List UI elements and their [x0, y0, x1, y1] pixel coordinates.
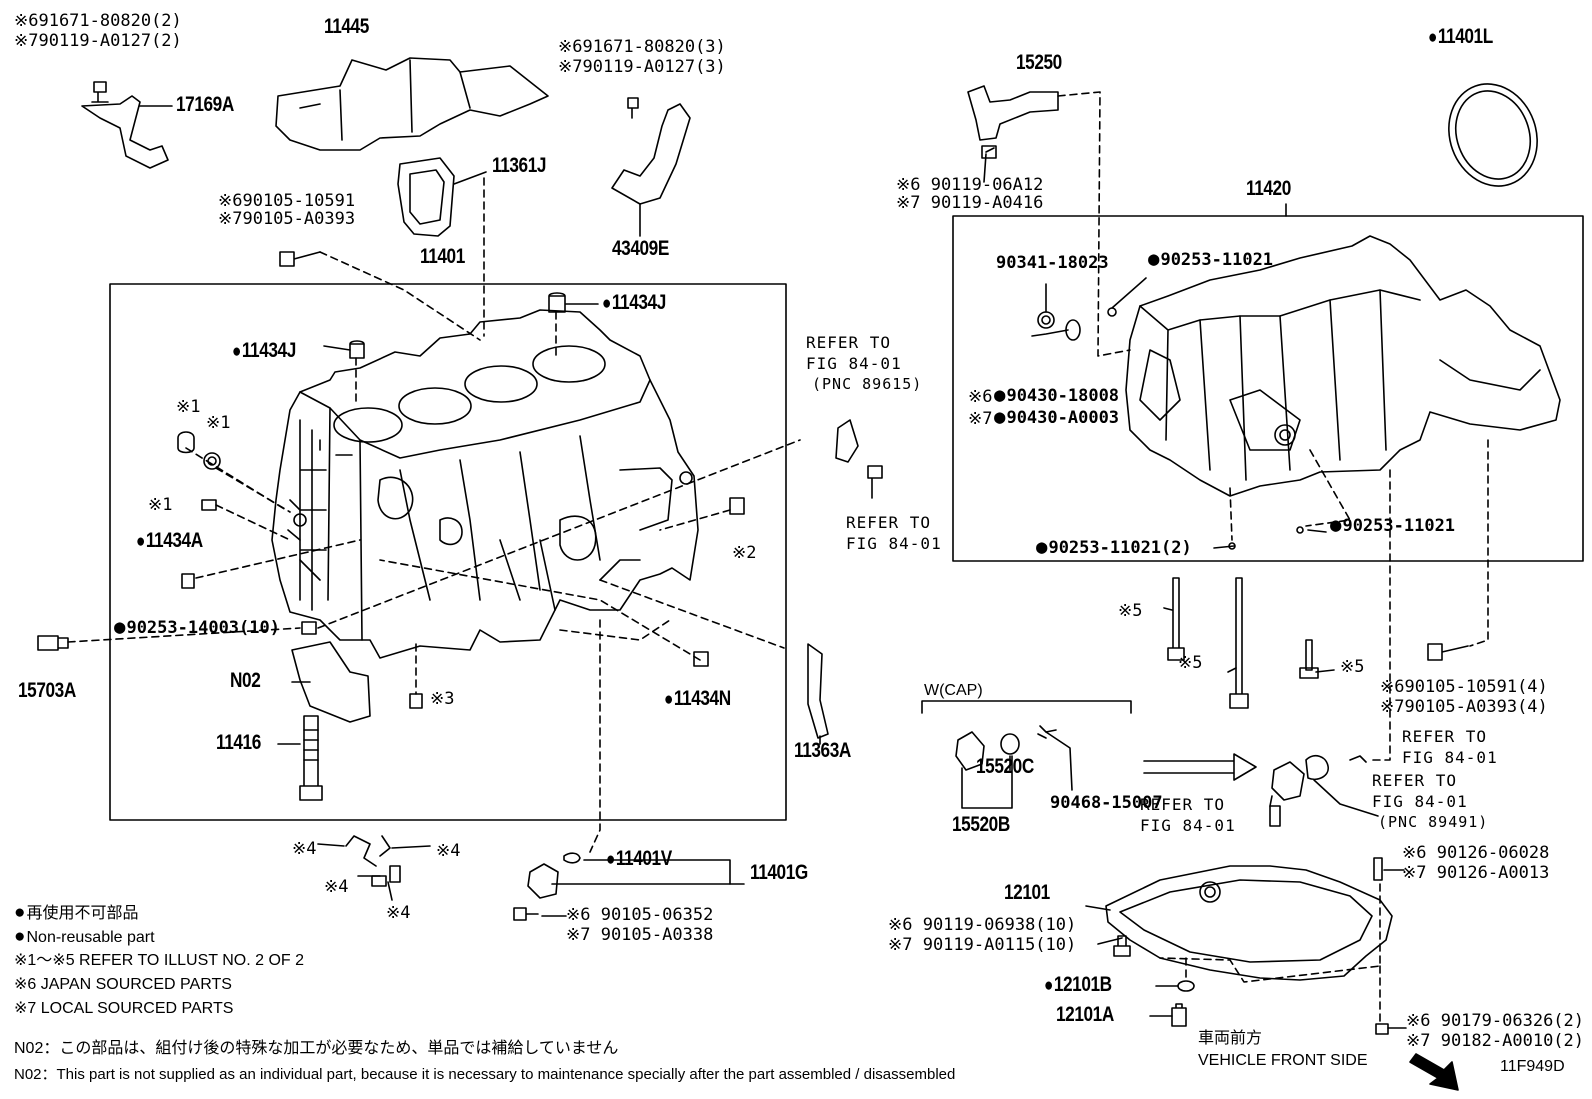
note-790126-A0013: ※7 90126-A0013: [1402, 863, 1550, 883]
part-11363A[interactable]: 11363A: [794, 739, 851, 762]
note-690119-06A12: ※6 90119-06A12: [896, 175, 1044, 195]
note-790119-A0416: ※7 90119-A0416: [896, 193, 1044, 213]
leaders-right: [983, 153, 1407, 1029]
legend-nonreuse-en: Non-reusable part: [14, 928, 154, 947]
note-790119-A0127-3: ※790119-A0127(3): [558, 57, 726, 77]
part-12101A[interactable]: 12101A: [1056, 1003, 1114, 1026]
star4-c: ※4: [324, 877, 349, 897]
part-15520C[interactable]: 15520C: [976, 755, 1034, 778]
part-11401G[interactable]: 11401G: [750, 861, 808, 884]
refer1-line3: (PNC 89615): [812, 375, 923, 393]
part-15250[interactable]: 15250: [1016, 51, 1062, 74]
wcap-bracket: [921, 700, 1132, 714]
part-90253-11021-2[interactable]: 90253-11021(2): [1036, 538, 1191, 557]
refer5-line1: REFER TO: [1372, 771, 1458, 790]
note-690179-06326: ※6 90179-06326(2): [1406, 1011, 1585, 1031]
part-N02[interactable]: N02: [230, 669, 261, 692]
note-n02-jp: N02：この部品は、組付け後の特殊な加工が必要なため、単品では補給していません: [14, 1040, 619, 1057]
diagram-id: 11F949D: [1500, 1058, 1565, 1075]
note-n02-en: N02：This part is not supplied as an indi…: [14, 1066, 956, 1083]
part-11401V[interactable]: 11401V: [606, 848, 672, 869]
part-43409E[interactable]: 43409E: [612, 237, 669, 260]
star1-b: ※1: [206, 413, 231, 433]
refer3-line2: FIG 84-01: [1140, 816, 1236, 835]
note-691671-80820-3: ※691671-80820(3): [558, 37, 726, 57]
part-12101B[interactable]: 12101B: [1044, 974, 1112, 995]
note-690126-06028: ※6 90126-06028: [1402, 843, 1550, 863]
crankcase-frame: [952, 215, 1584, 562]
part-90430-A0003[interactable]: 90430-A0003: [994, 408, 1119, 427]
refer3-line1: REFER TO: [1140, 795, 1226, 814]
wcap-label: W(CAP): [924, 682, 983, 699]
refer5-line2: FIG 84-01: [1372, 792, 1468, 811]
legend-nonreuse-jp: 再使用不可部品: [14, 904, 138, 923]
part-90253-11021-top[interactable]: 90253-11021: [1148, 250, 1273, 269]
part-shapes-right: [955, 83, 1538, 1091]
front-label-en: VEHICLE FRONT SIDE: [1198, 1052, 1368, 1069]
note-690105-10591-4: ※690105-10591(4): [1380, 677, 1548, 697]
star4-a: ※4: [292, 839, 317, 859]
refer4-line1: REFER TO: [1402, 727, 1488, 746]
note-690105-10591: ※690105-10591: [218, 191, 356, 211]
star4-d: ※4: [386, 903, 411, 923]
star1-a: ※1: [176, 397, 201, 417]
note-690105-06352: ※6 90105-06352: [566, 905, 714, 925]
refer2-line1: REFER TO: [846, 513, 932, 532]
star1-c: ※1: [148, 495, 173, 515]
part-11361J[interactable]: 11361J: [492, 154, 547, 177]
legend-local: ※7 LOCAL SOURCED PARTS: [14, 1000, 234, 1017]
star2: ※2: [732, 543, 757, 563]
part-90253-14003[interactable]: 90253-14003(10): [114, 618, 280, 637]
part-15520B[interactable]: 15520B: [952, 813, 1010, 836]
part-90468-15007[interactable]: 90468-15007: [1050, 793, 1163, 813]
part-17169A[interactable]: 17169A: [176, 93, 234, 116]
part-11434J-top[interactable]: 11434J: [602, 292, 666, 313]
star5-b: ※5: [1178, 653, 1203, 673]
part-90253-11021-right[interactable]: 90253-11021: [1330, 516, 1455, 535]
note-790105-A0393-4: ※790105-A0393(4): [1380, 697, 1548, 717]
part-11401L[interactable]: 11401L: [1428, 26, 1493, 47]
note-790119-A0115: ※7 90119-A0115(10): [888, 935, 1077, 955]
dashed-leaders-right: [1057, 91, 1489, 1023]
star6-90430: ※6: [968, 387, 993, 407]
part-11416[interactable]: 11416: [216, 731, 261, 754]
refer1-line1: REFER TO: [806, 333, 892, 352]
star3: ※3: [430, 689, 455, 709]
star4-b: ※4: [436, 841, 461, 861]
part-15703A[interactable]: 15703A: [18, 679, 76, 702]
part-90430-18008[interactable]: 90430-18008: [994, 386, 1119, 405]
part-90341-18023[interactable]: 90341-18023: [996, 253, 1109, 273]
part-shapes-left: [37, 57, 883, 921]
legend-japan: ※6 JAPAN SOURCED PARTS: [14, 976, 232, 993]
front-label-jp: 車両前方: [1198, 1030, 1263, 1047]
star7-90430: ※7: [968, 409, 993, 429]
cylinder-block-drawing: [271, 309, 699, 659]
part-11420[interactable]: 11420: [1246, 177, 1291, 200]
star5-a: ※5: [1118, 601, 1143, 621]
part-11434N[interactable]: 11434N: [664, 688, 731, 709]
crankcase-drawing: [1125, 235, 1561, 497]
refer1-line2: FIG 84-01: [806, 354, 902, 373]
part-11401[interactable]: 11401: [420, 245, 465, 268]
note-691671-80820-2: ※691671-80820(2): [14, 11, 182, 31]
refer4-line2: FIG 84-01: [1402, 748, 1498, 767]
note-790119-A0127-2: ※790119-A0127(2): [14, 31, 182, 51]
note-790182-A0010: ※7 90182-A0010(2): [1406, 1031, 1585, 1051]
cylinder-block-frame: [109, 283, 787, 821]
refer5-line3: (PNC 89491): [1378, 813, 1489, 831]
note-690119-06938: ※6 90119-06938(10): [888, 915, 1077, 935]
note-790105-A0393: ※790105-A0393: [218, 209, 356, 229]
part-11434J-left[interactable]: 11434J: [232, 340, 296, 361]
note-790105-A0338: ※7 90105-A0338: [566, 925, 714, 945]
dashed-leaders-left: [67, 177, 801, 853]
star5-c: ※5: [1340, 657, 1365, 677]
legend-refer-illust: ※1～※5 REFER TO ILLUST NO. 2 OF 2: [14, 952, 305, 969]
refer2-line2: FIG 84-01: [846, 534, 942, 553]
part-12101[interactable]: 12101: [1004, 881, 1050, 904]
part-11434A[interactable]: 11434A: [136, 530, 203, 551]
part-11445[interactable]: 11445: [324, 15, 369, 38]
